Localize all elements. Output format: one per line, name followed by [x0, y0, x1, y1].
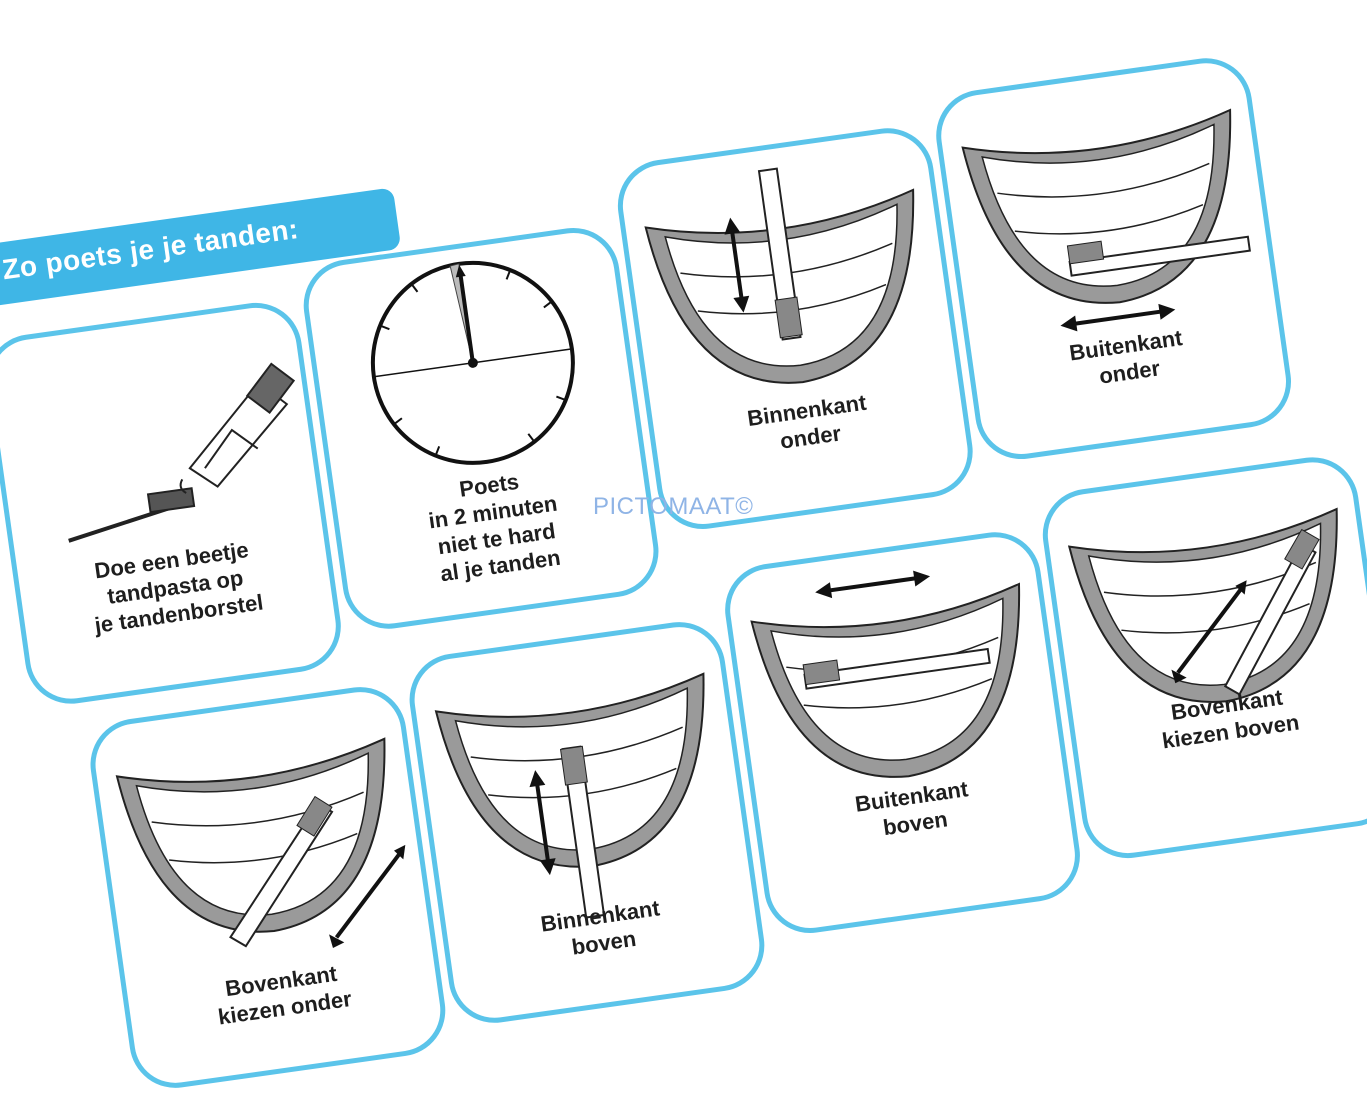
card-inside-lower: Binnenkant onder: [611, 122, 979, 535]
mouth-brush-inside-lower-icon: [644, 167, 915, 384]
card-chewing-upper: Bovenkant kiezen boven: [1036, 451, 1367, 865]
mouth-brush-outside-upper-icon: [750, 570, 1021, 778]
card-toothpaste: Doe een beetje tandpasta op je tandenbor…: [0, 296, 347, 710]
mouth-brush-chewing-lower-icon: [115, 737, 406, 949]
watermark: PICTOMAAT©: [593, 493, 754, 520]
toothpaste-tube-icon: [68, 362, 296, 543]
mouth-brush-chewing-upper-icon: [1067, 507, 1338, 703]
card-outside-lower: Buitenkant onder: [930, 52, 1297, 465]
card-clock: Poets in 2 minuten niet te hard al je ta…: [297, 222, 665, 635]
page-title: Zo poets je je tanden:: [0, 212, 301, 286]
mouth-brush-outside-lower-icon: [961, 108, 1251, 332]
clock-icon: [370, 260, 575, 465]
card-inside-upper: Binnenkant boven: [403, 616, 771, 1029]
mouth-brush-inside-upper-icon: [434, 672, 705, 919]
card-chewing-lower: Bovenkant kiezen onder: [84, 681, 452, 1094]
card-outside-upper: Buitenkant boven: [719, 526, 1086, 939]
